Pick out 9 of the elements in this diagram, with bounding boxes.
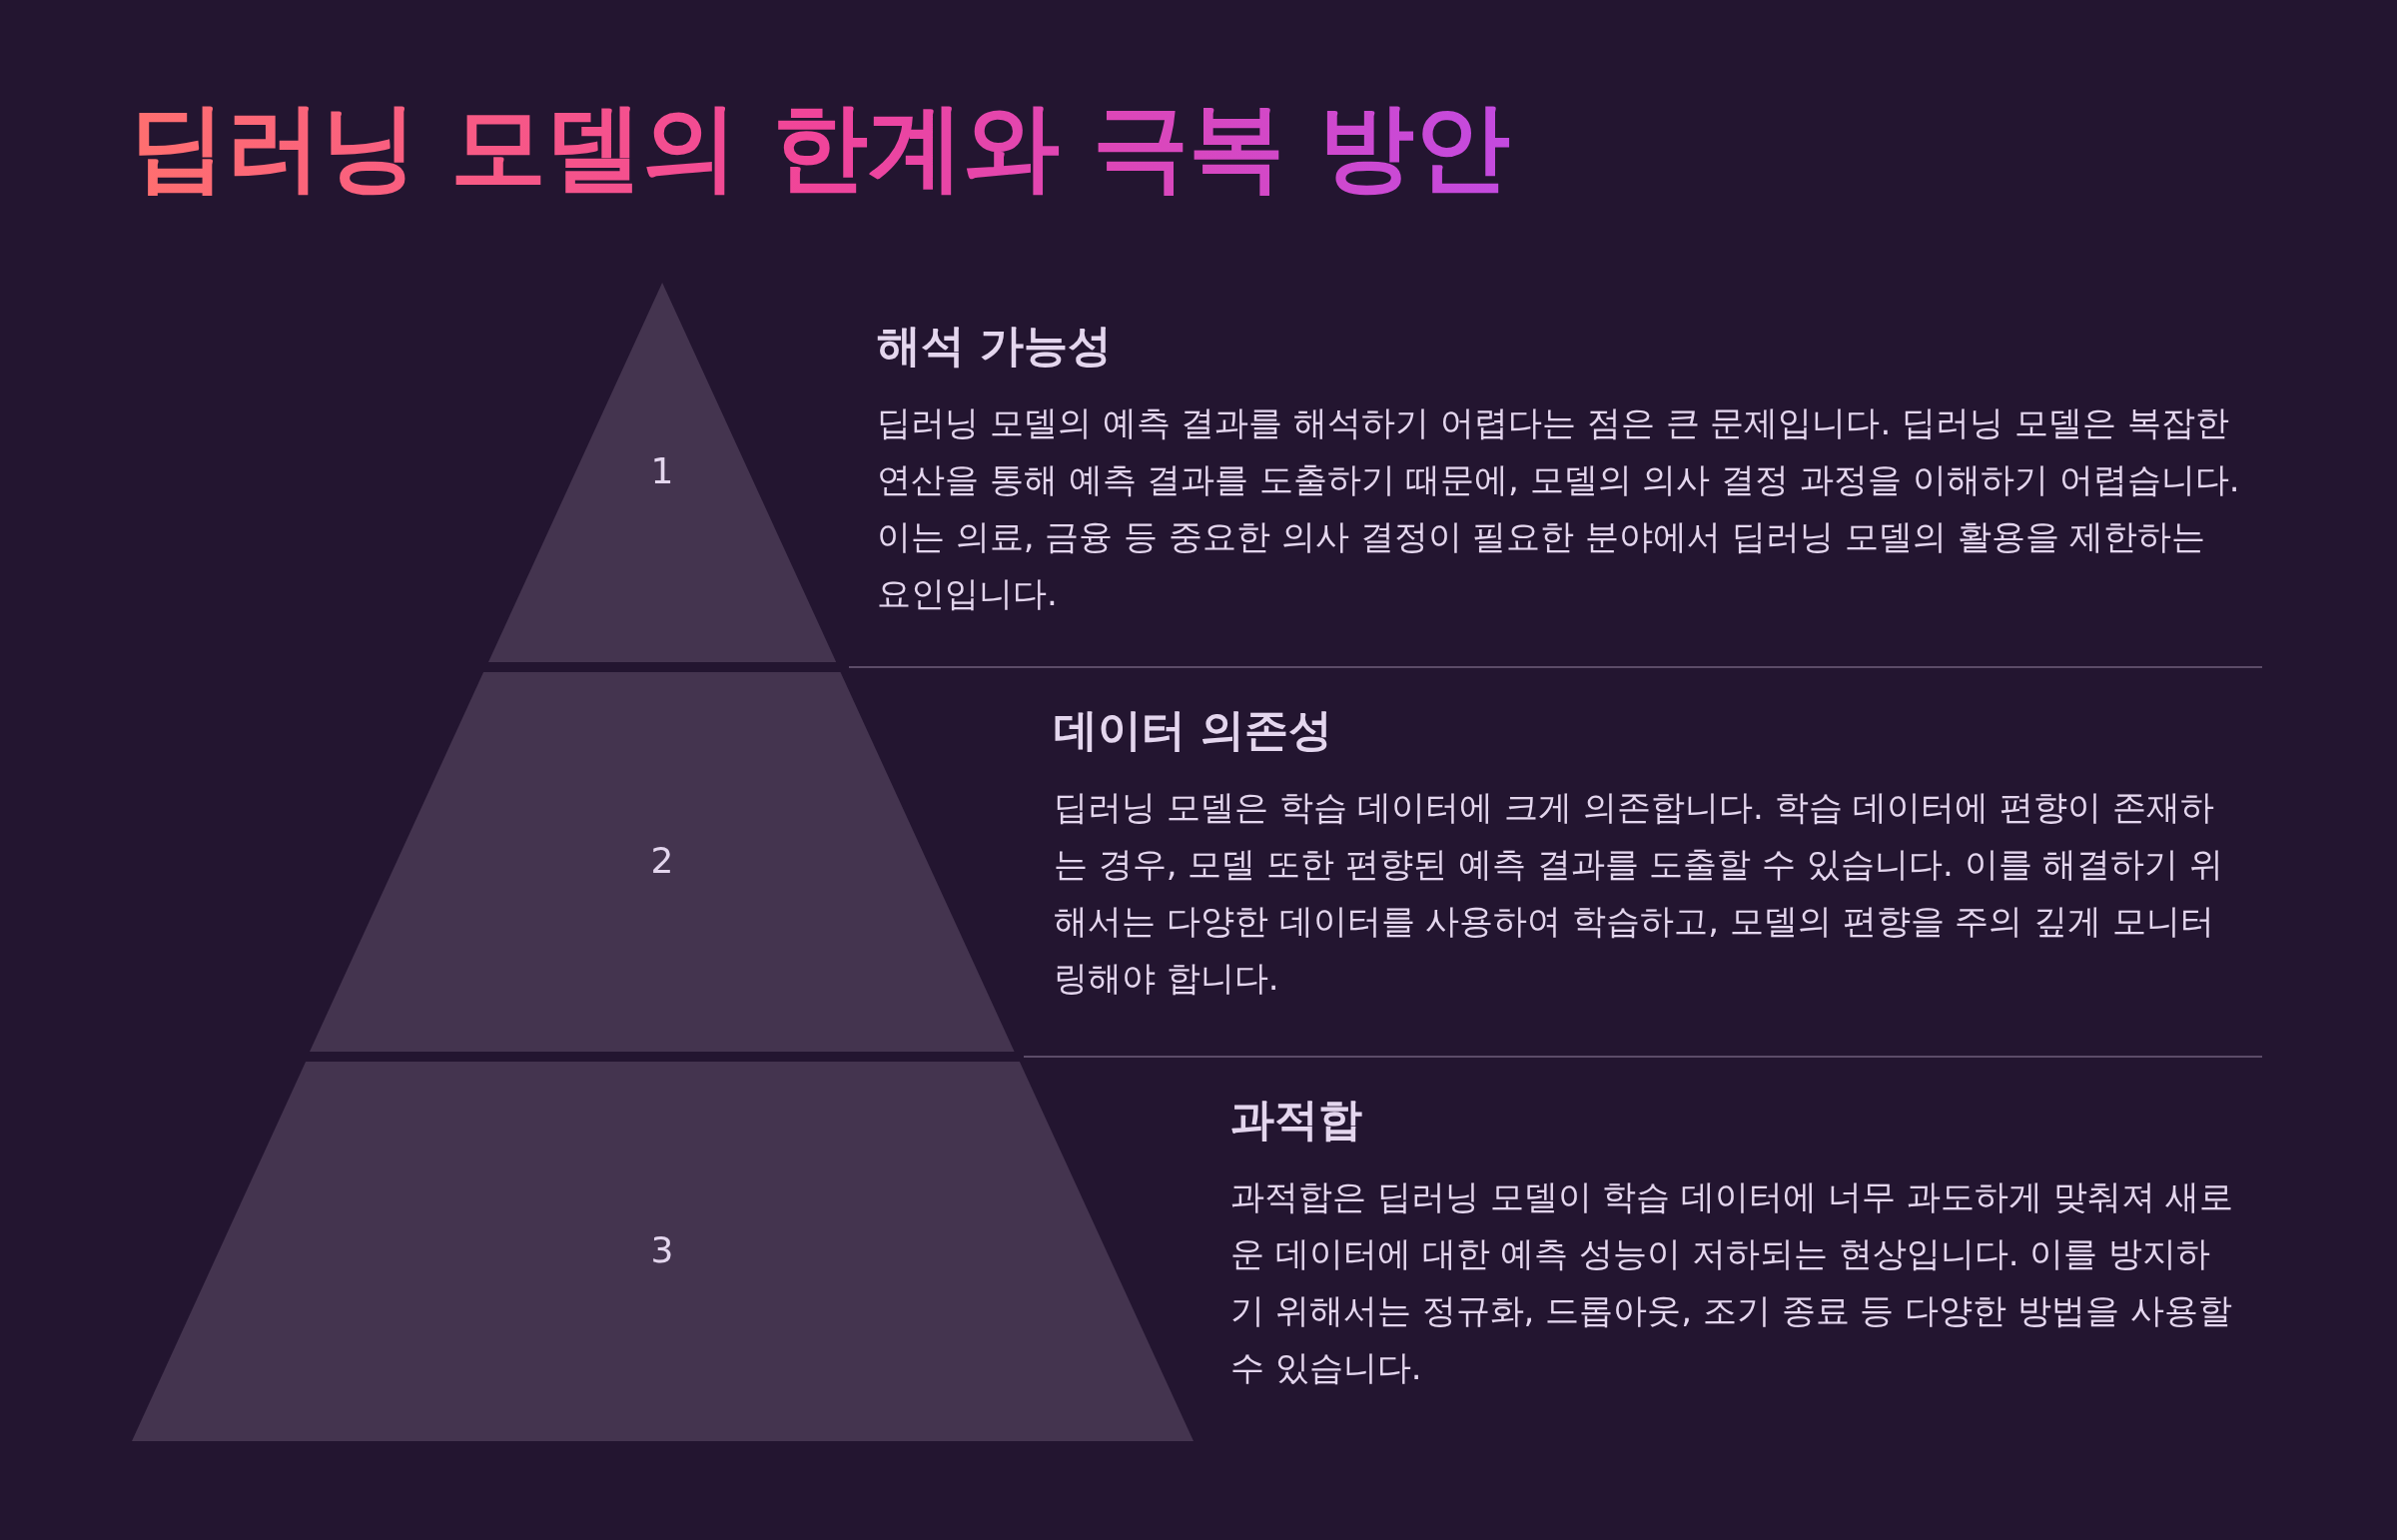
- tier-description: 과적합은 딥러닝 모델이 학습 데이터에 너무 과도하게 맞춰져 새로운 데이터에 대한 예측 성능이 저하되는 현상입니다. 이를 방지하기 위해서는 정규화, 드롭아웃, 조기 종료 등 다양한 방법을 사용할 수 있습니다.: [1230, 1175, 2235, 1389]
- tier-number: 1: [649, 450, 675, 491]
- tier-number: 3: [649, 1229, 675, 1270]
- tier-heading: 데이터 의존성: [1054, 704, 1333, 757]
- tier-description: 딥러닝 모델의 예측 결과를 해석하기 어렵다는 점은 큰 문제입니다. 딥러닝 모델은 복잡한 연산을 통해 예측 결과를 도출하기 때문에, 모델의 의사 결정 과정을 이해하기 어렵습니다. 이는 의료, 금융 등 중요한 의사 결정이 필요한 분야에서 딥러닝 모델의 활용을 제한하는 요인입니다.: [877, 401, 2241, 615]
- tier-description: 딥러닝 모델은 학습 데이터에 크게 의존합니다. 학습 데이터에 편향이 존재하는 경우, 모델 또한 편향된 예측 결과를 도출할 수 있습니다. 이를 해결하기 위해서는 다양한 데이터를 사용하여 학습하고, 모델의 편향을 주의 깊게 모니터링해야 합니다.: [1054, 786, 2225, 1000]
- tier-heading: 해석 가능성: [877, 320, 1113, 373]
- tier-number: 2: [649, 840, 675, 881]
- tier-heading: 과적합: [1230, 1094, 1362, 1147]
